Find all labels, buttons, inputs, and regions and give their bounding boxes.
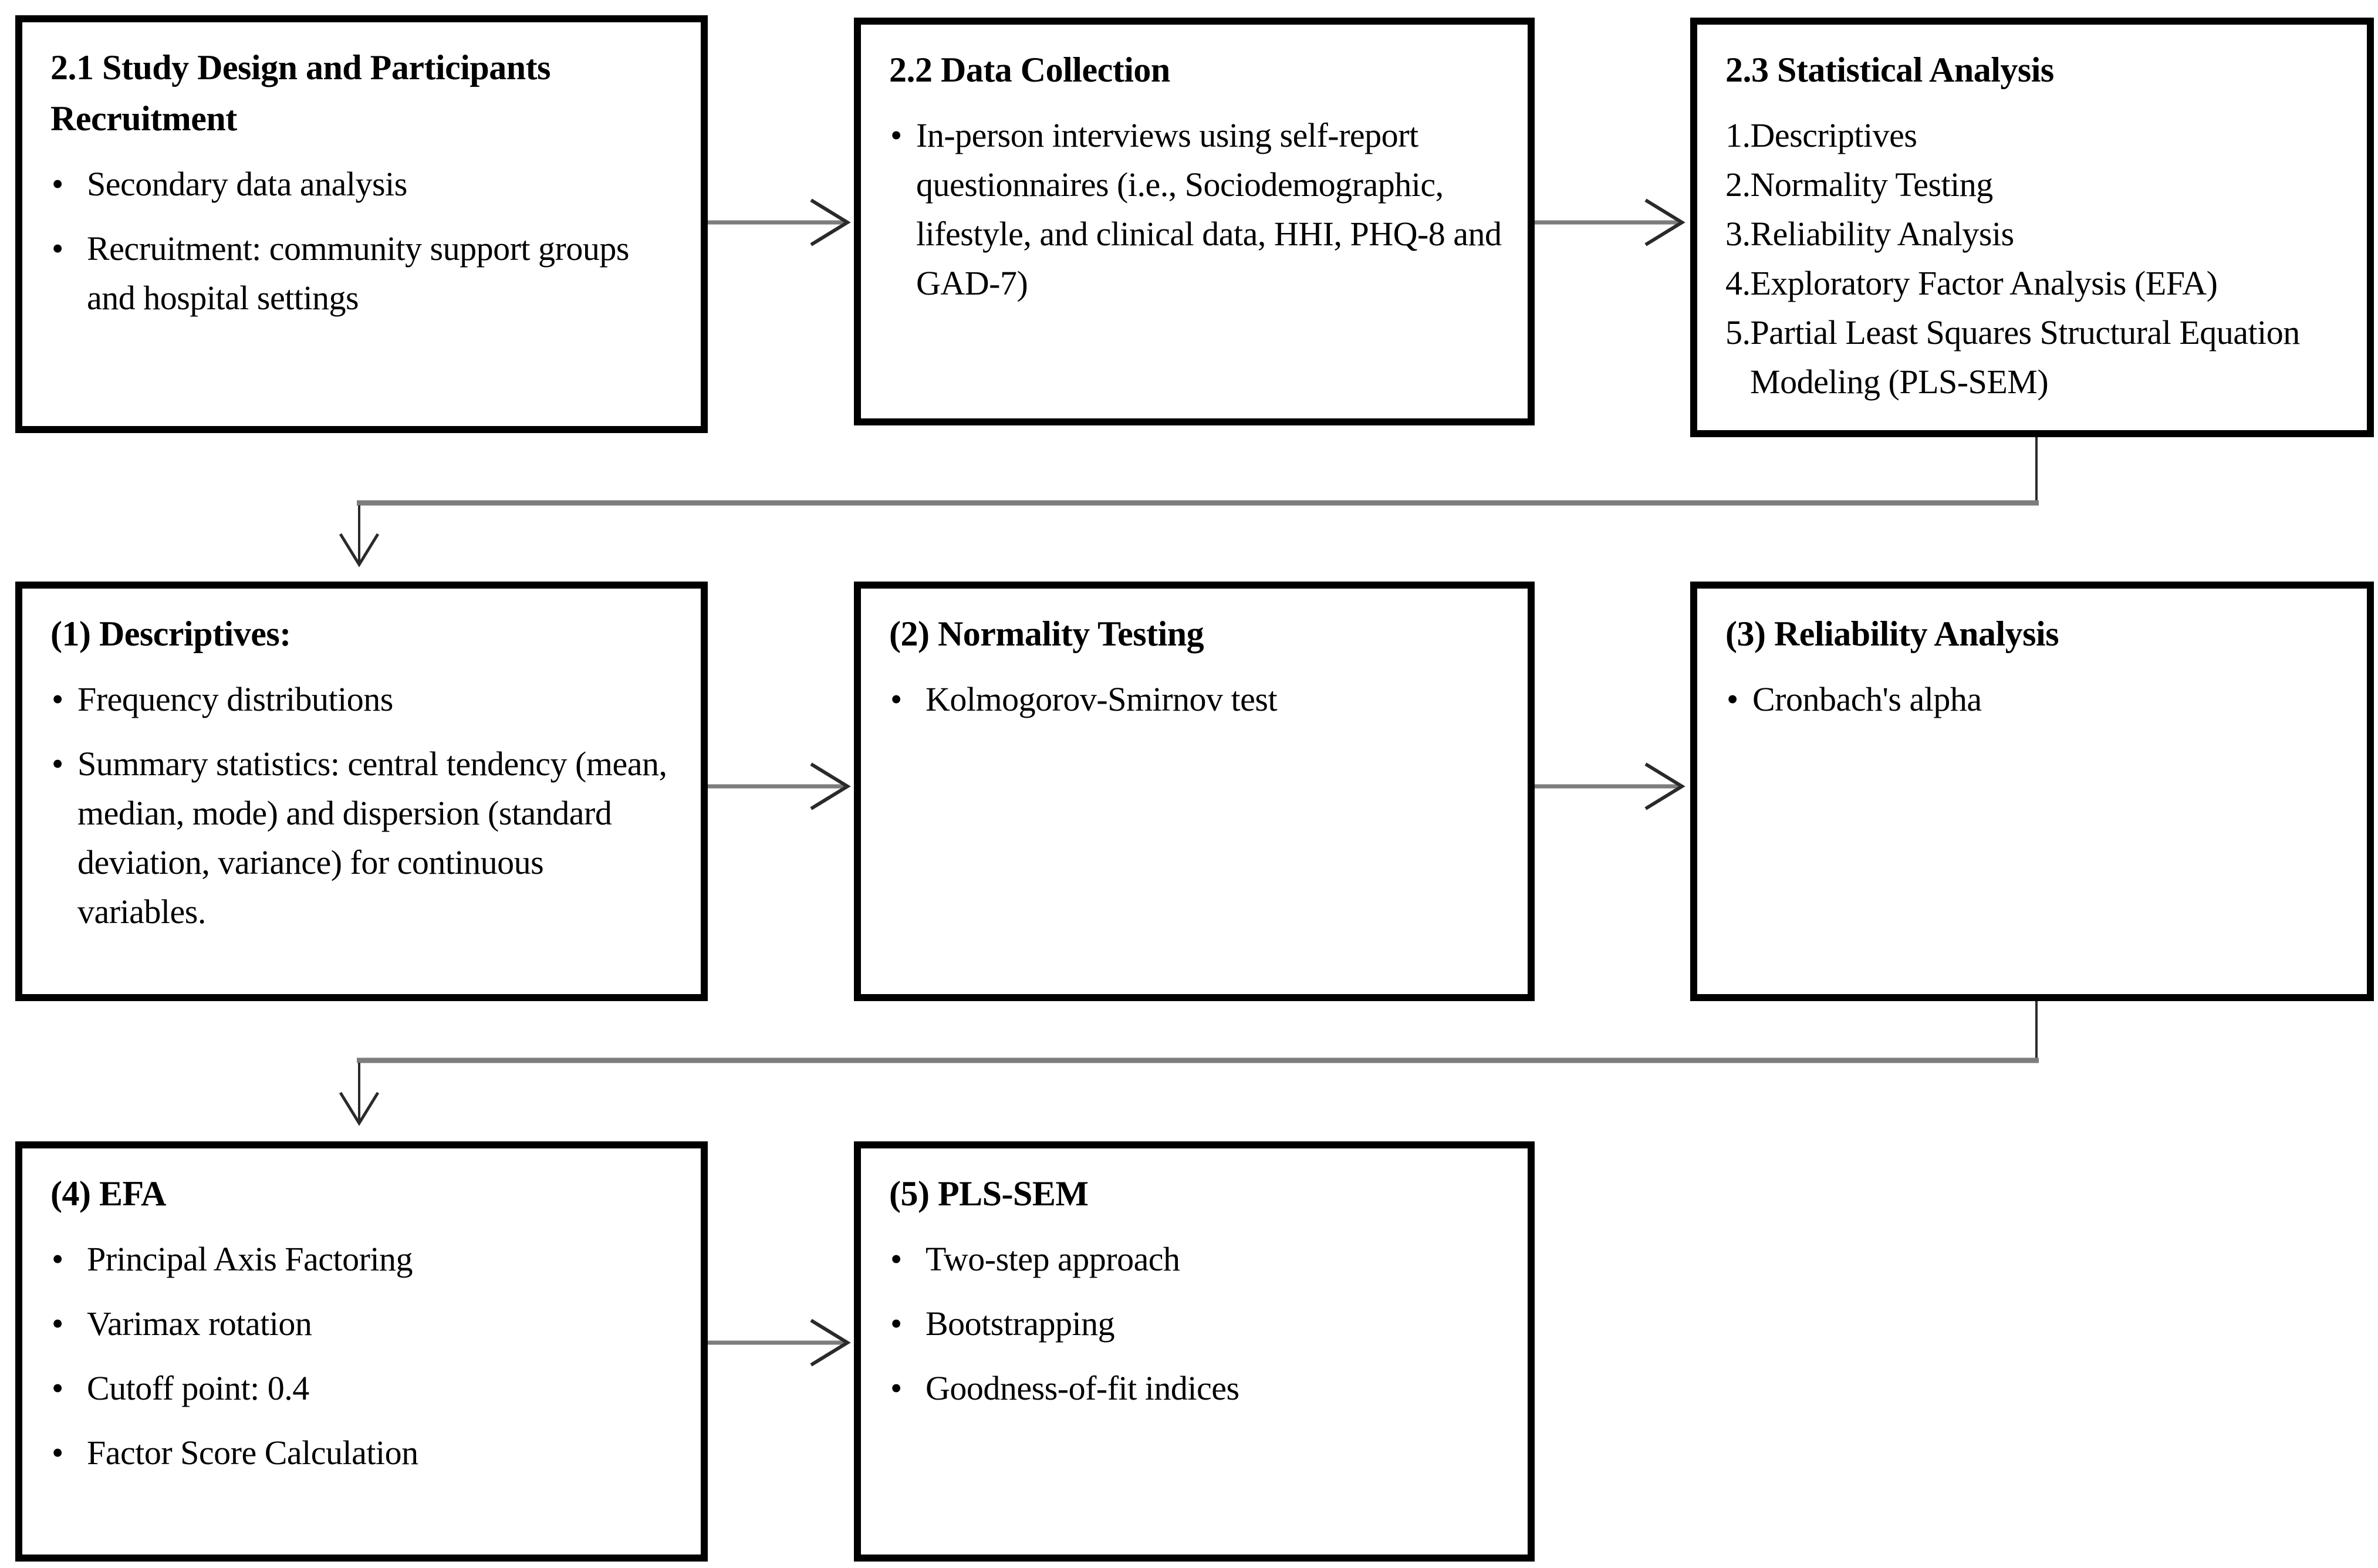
box-study-design: 2.1 Study Design and Participants Recrui… xyxy=(15,15,708,433)
list-item: 5.Partial Least Squares Structural Equat… xyxy=(1725,313,2300,401)
box-items: Kolmogorov-Smirnov test xyxy=(889,675,1504,724)
arrow-head-icon xyxy=(1644,198,1685,246)
box-items: Principal Axis FactoringVarimax rotation… xyxy=(50,1235,677,1478)
box-statistical-analysis: 2.3 Statistical Analysis 1.Descriptives 2… xyxy=(1690,18,2374,437)
elbow-statistical-analysis-to-descriptives xyxy=(339,437,2039,567)
box-title: 2.2 Data Collection xyxy=(889,50,1170,89)
box-items: Two-step approachBootstrappingGoodness-o… xyxy=(889,1235,1504,1413)
arrow-data-collection-to-statistical-analysis xyxy=(1535,198,1685,246)
list-item: Principal Axis Factoring xyxy=(50,1235,677,1284)
box-title: (2) Normality Testing xyxy=(889,614,1204,653)
box-title: (5) PLS-SEM xyxy=(889,1174,1089,1213)
list-item: Factor Score Calculation xyxy=(50,1428,677,1478)
list-item: Kolmogorov-Smirnov test xyxy=(889,675,1504,724)
box-title: (3) Reliability Analysis xyxy=(1725,614,2059,653)
list-item: 1.Descriptives xyxy=(1725,116,1917,154)
box-title: 2.1 Study Design and Participants Recrui… xyxy=(50,48,550,138)
box-reliability-analysis: (3) Reliability Analysis Cronbach's alph… xyxy=(1690,582,2374,1001)
box-normality-testing: (2) Normality Testing Kolmogorov-Smirnov… xyxy=(854,582,1535,1001)
list-item: 4.Exploratory Factor Analysis (EFA) xyxy=(1725,264,2218,303)
box-title: (1) Descriptives: xyxy=(50,614,291,653)
box-data-collection: 2.2 Data Collection In-person interviews… xyxy=(854,18,1535,425)
arrow-head-icon xyxy=(810,198,851,246)
arrow-head-icon xyxy=(1644,762,1685,810)
list-item: Varimax rotation xyxy=(50,1299,677,1349)
list-item: Two-step approach xyxy=(889,1235,1504,1284)
list-item: Goodness-of-fit indices xyxy=(889,1364,1504,1413)
arrow-head-icon xyxy=(339,533,380,567)
box-items: Secondary data analysisRecruitment: comm… xyxy=(50,160,677,323)
box-items: In-person interviews using self-report q… xyxy=(889,111,1504,308)
list-item: Bootstrapping xyxy=(889,1299,1504,1349)
box-items: 1.Descriptives 2.Normality Testing 3.Relia… xyxy=(1725,111,2353,407)
list-item: Secondary data analysis xyxy=(50,160,677,209)
arrow-head-icon xyxy=(810,762,851,810)
box-title: 2.3 Statistical Analysis xyxy=(1725,50,2054,89)
arrow-study-design-to-data-collection xyxy=(708,198,851,246)
arrow-efa-to-pls-sem xyxy=(708,1319,851,1367)
elbow-reliability-analysis-to-efa xyxy=(339,1001,2039,1126)
list-item: Recruitment: community support groups an… xyxy=(50,224,677,323)
arrow-head-icon xyxy=(810,1319,851,1367)
arrow-normality-testing-to-reliability-analysis xyxy=(1535,762,1685,810)
arrow-descriptives-to-normality-testing xyxy=(708,762,851,810)
list-item: Cronbach's alpha xyxy=(1725,675,2343,724)
list-item: 3.Reliability Analysis xyxy=(1725,215,2014,254)
box-descriptives: (1) Descriptives: Frequency distribution… xyxy=(15,582,708,1001)
box-items: Cronbach's alpha xyxy=(1725,675,2343,724)
list-item: 2.Normality Testing xyxy=(1725,165,1993,204)
box-title: (4) EFA xyxy=(50,1174,167,1213)
box-items: Frequency distributionsSummary statistic… xyxy=(50,675,677,937)
list-item: Cutoff point: 0.4 xyxy=(50,1364,677,1413)
list-item: In-person interviews using self-report q… xyxy=(889,111,1504,308)
arrow-head-icon xyxy=(339,1091,380,1126)
box-efa: (4) EFA Principal Axis FactoringVarimax … xyxy=(15,1141,708,1562)
list-item: Frequency distributions xyxy=(50,675,677,724)
list-item: Summary statistics: central tendency (me… xyxy=(50,739,677,937)
box-pls-sem: (5) PLS-SEM Two-step approachBootstrappi… xyxy=(854,1141,1535,1562)
